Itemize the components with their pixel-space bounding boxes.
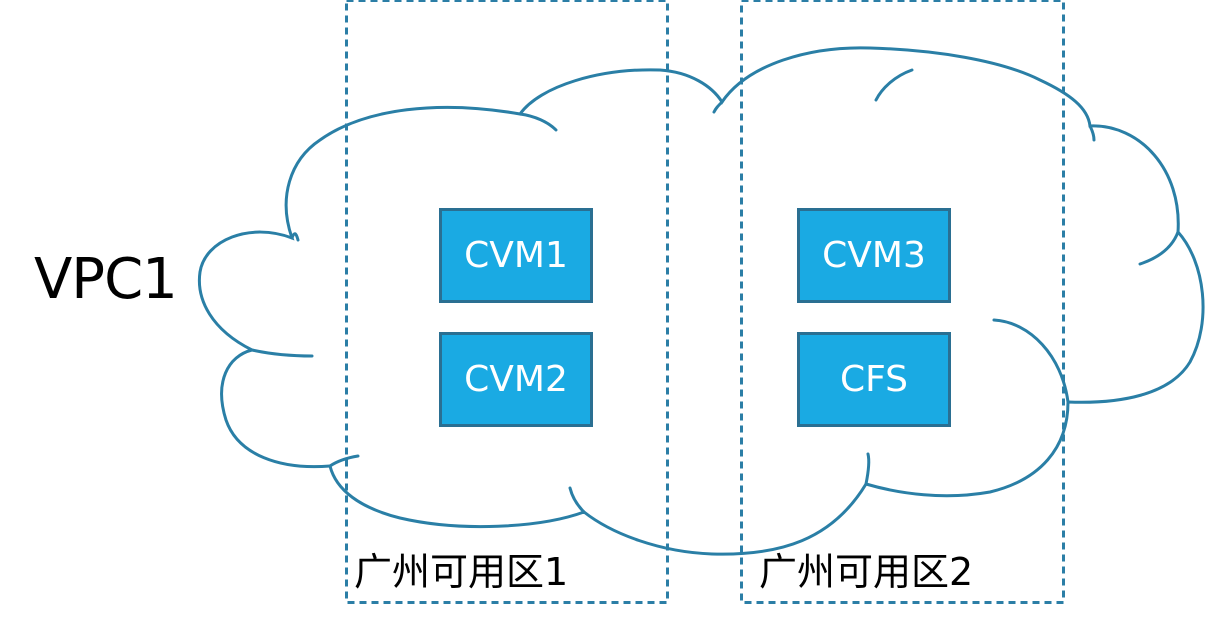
zone-label-2: 广州可用区2 bbox=[759, 550, 974, 594]
cloud-inner-arc bbox=[864, 452, 871, 486]
cloud-inner-arc bbox=[712, 100, 724, 114]
zone-label-1: 广州可用区1 bbox=[354, 550, 569, 594]
node-cvm2: CVM2 bbox=[439, 332, 593, 427]
cloud-inner-arc bbox=[874, 68, 914, 102]
vpc-cloud bbox=[197, 46, 1205, 556]
cloud-inner-arc bbox=[250, 348, 314, 358]
zone-box-1 bbox=[345, 0, 669, 604]
vpc-label: VPC1 bbox=[34, 247, 178, 312]
cloud-inner-arc bbox=[518, 112, 558, 132]
node-cvm1: CVM1 bbox=[439, 208, 593, 303]
cloud-inner-arc bbox=[328, 454, 360, 468]
node-cvm3: CVM3 bbox=[797, 208, 951, 303]
vpc-cloud-outline bbox=[197, 46, 1205, 556]
cloud-inner-arc bbox=[992, 318, 1070, 404]
cloud-inner-arc bbox=[1088, 124, 1096, 142]
cloud-inner-arc bbox=[1138, 230, 1180, 266]
node-cfs: CFS bbox=[797, 332, 951, 427]
cloud-inner-arc bbox=[290, 232, 300, 242]
cloud-inner-arc bbox=[568, 486, 586, 514]
zone-box-2 bbox=[740, 0, 1065, 604]
